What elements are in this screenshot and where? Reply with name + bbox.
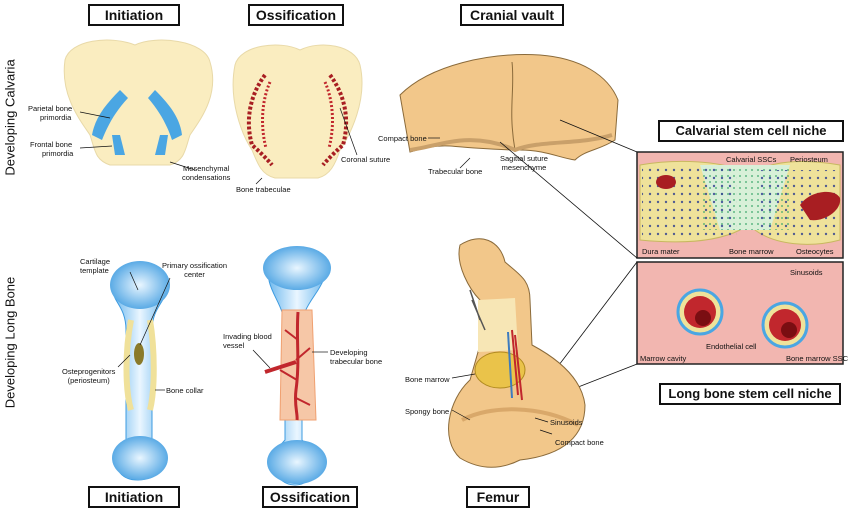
row-label-long-bone: Developing Long Bone	[2, 276, 18, 409]
label-osteoprogenitors: Osteprogenitors(periosteum)	[62, 367, 116, 385]
label-trabeculae: Bone trabeculae	[236, 185, 291, 194]
label-calvarial-sscs: Calvarial SSCs	[726, 155, 777, 164]
long-bone-ossification-drawing	[263, 246, 331, 486]
row-label-calvaria: Developing Calvaria	[2, 59, 18, 176]
label-osteocytes: Osteocytes	[796, 247, 834, 256]
long-bone-initiation-drawing	[110, 261, 170, 481]
calvaria-ossification-drawing	[232, 44, 363, 179]
label-niche-sinusoids: Sinusoids	[790, 268, 823, 277]
label-bone-marrow-ssc: Bone marrow SSC	[786, 354, 849, 363]
header-initiation-top: Initiation	[88, 4, 180, 26]
label-niche-bone-marrow: Bone marrow	[729, 247, 774, 256]
label-femur-compact: Compact bone	[555, 438, 604, 447]
header-ossification-bottom: Ossification	[262, 486, 358, 508]
header-femur: Femur	[466, 486, 530, 508]
label-spongy-bone: Spongy bone	[405, 407, 450, 416]
label-bone-collar: Bone collar	[166, 386, 204, 395]
calvaria-initiation-drawing	[63, 39, 214, 166]
label-dura-mater: Dura mater	[642, 247, 680, 256]
label-coronal: Coronal suture	[341, 155, 391, 164]
label-bone-marrow: Bone marrow	[405, 375, 450, 384]
leader-lines	[79, 107, 553, 435]
label-endothelial: Endothelial cell	[706, 342, 757, 351]
header-cranial-vault: Cranial vault	[460, 4, 564, 26]
label-trabecular-bone: Trabecular bone	[428, 167, 483, 176]
label-femur-sinusoids: Sinusoids	[550, 418, 583, 427]
label-marrow-cavity: Marrow cavity	[640, 354, 687, 363]
header-initiation-bottom: Initiation	[88, 486, 180, 508]
cranial-vault-drawing	[399, 54, 619, 161]
label-periosteum: Periosteum	[790, 155, 828, 164]
label-compact-bone: Compact bone	[378, 134, 427, 143]
header-ossification-top: Ossification	[248, 4, 344, 26]
long-bone-niche-panel	[636, 261, 844, 365]
calvarial-niche-panel	[636, 151, 844, 259]
femur-drawing	[448, 238, 586, 468]
calvarial-niche-title: Calvarial stem cell niche	[658, 120, 844, 142]
long-bone-niche-title: Long bone stem cell niche	[659, 383, 841, 405]
